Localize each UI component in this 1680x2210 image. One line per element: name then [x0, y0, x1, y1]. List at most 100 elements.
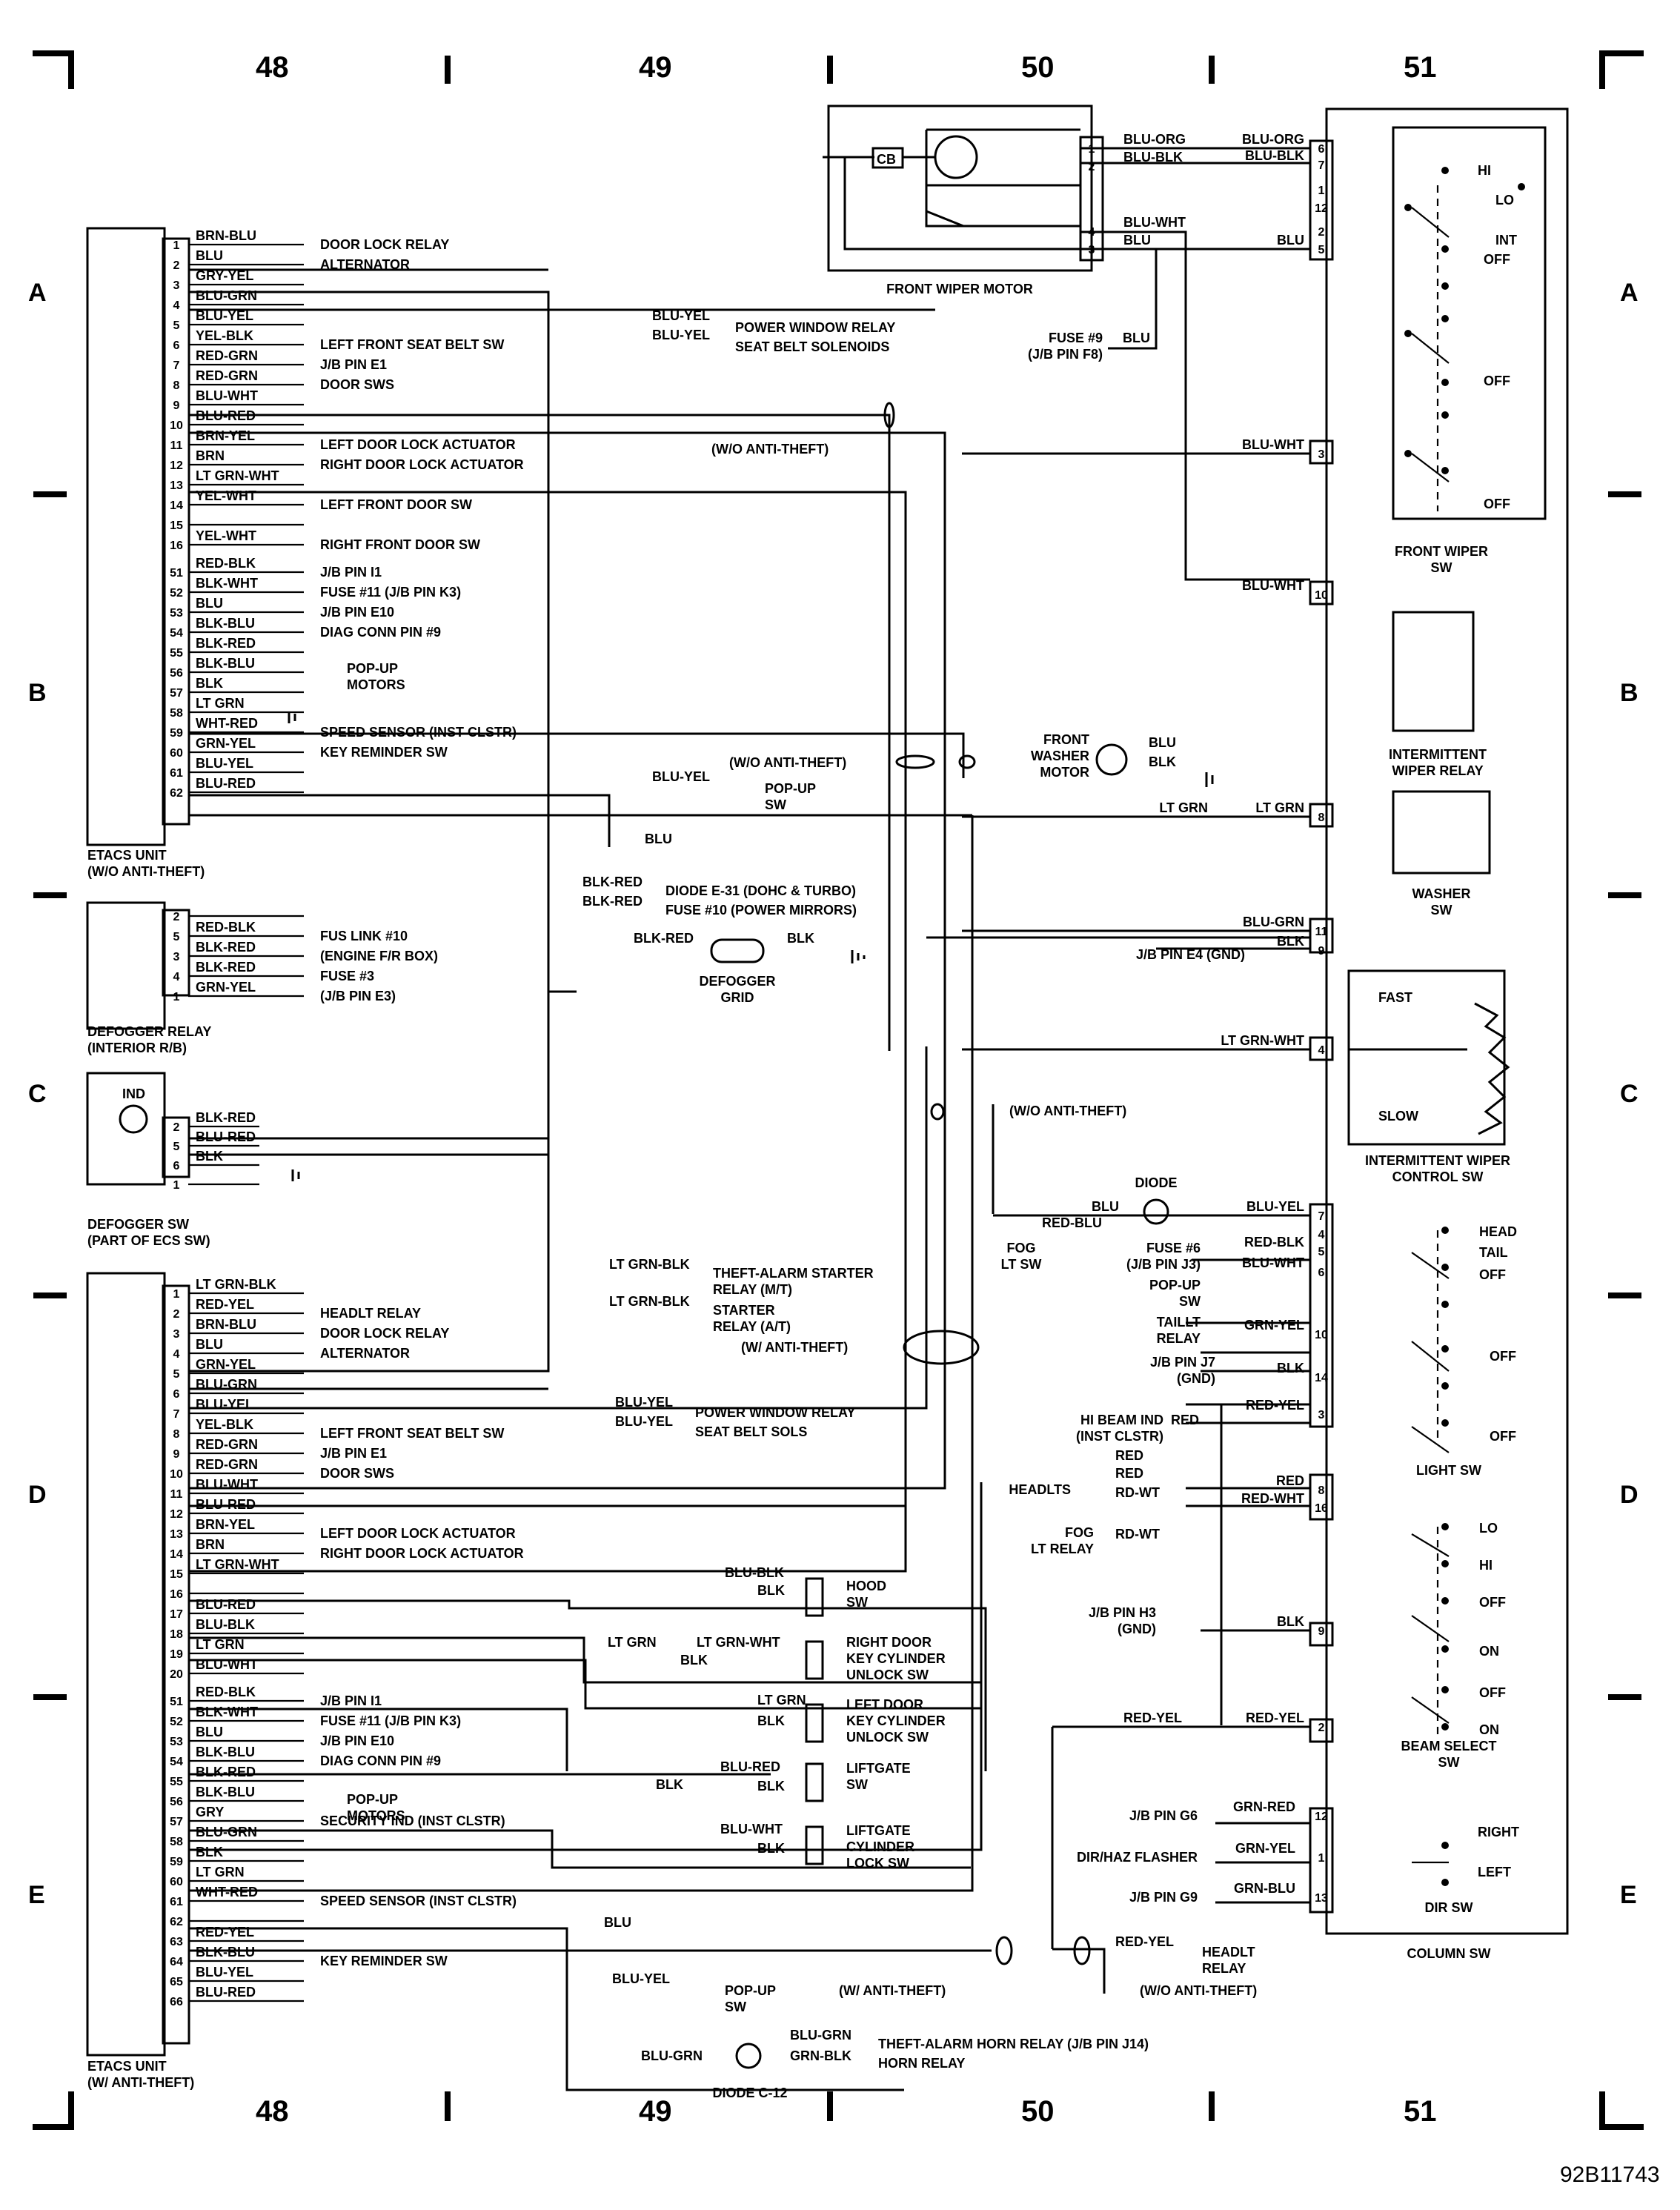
etacs2-pin: 53	[170, 1736, 183, 1748]
etacs1-pin: 4	[173, 299, 180, 312]
jbj7-label: (GND)	[1177, 1371, 1215, 1386]
hi-beam-ind-label: HI BEAM IND	[1080, 1413, 1163, 1427]
int-wiper-relay-box	[1392, 611, 1475, 732]
jb-e4-label: J/B PIN E4 (GND)	[1136, 947, 1245, 962]
etacs1-pin: 56	[170, 667, 183, 680]
etacs2-pin: 2	[173, 1308, 180, 1321]
etacs1-wire: BLU-YEL	[196, 308, 253, 323]
starter-wire: LT GRN-BLK	[609, 1257, 690, 1272]
etacs1-pin: 52	[170, 587, 183, 600]
beam-select-position: LO	[1479, 1521, 1498, 1536]
col-connector-dir	[1309, 1807, 1334, 1914]
lg-wire: BLK	[757, 1779, 785, 1793]
etacs2-pin: 13	[170, 1528, 183, 1541]
etacs2-dest: FUSE #11 (J/B PIN K3)	[320, 1713, 461, 1728]
light-sw-pin: 4	[1318, 1229, 1325, 1241]
etacs2-wire: BLK-BLU	[196, 1785, 255, 1799]
page-frame	[33, 50, 1644, 2130]
light-sw-wire: GRN-YEL	[1244, 1318, 1304, 1333]
column-label: 48	[256, 51, 289, 84]
etacs2-pin: 7	[173, 1408, 180, 1421]
etacs1-wire: WHT-RED	[196, 716, 258, 731]
etacs1-pin: 51	[170, 567, 183, 580]
column-switch-box	[1325, 107, 1569, 1935]
defogger-relay-dest: (J/B PIN E3)	[320, 989, 396, 1003]
etacs2-pin: 63	[170, 1936, 183, 1948]
etacs2-dest: J/B PIN E10	[320, 1733, 394, 1748]
fuse10-wire: BLK-RED	[582, 894, 643, 909]
etacs2-pin: 17	[170, 1608, 183, 1621]
column-label: 50	[1021, 2095, 1055, 2128]
etacs2-popup-wire: BLU-YEL	[612, 1971, 670, 1986]
right-door-sw-label: KEY CYLINDER	[846, 1651, 946, 1666]
front-wiper-position: LO	[1495, 193, 1514, 208]
etacs1-wire: BLK-RED	[196, 636, 256, 651]
figure-id: 92B11743	[1560, 2163, 1660, 2187]
front-wiper-position: HI	[1478, 163, 1491, 178]
etacs1-pin: 61	[170, 767, 183, 780]
wiper-motor-title: FRONT WIPER MOTOR	[886, 282, 1033, 296]
etacs1-popup-sw: POP-UP	[765, 781, 816, 796]
dir-sw-dest: J/B PIN G6	[1129, 1808, 1198, 1823]
defogger-relay-dest: FUS LINK #10	[320, 929, 408, 943]
etacs2-wire: RED-GRN	[196, 1437, 258, 1452]
jbj7-label: J/B PIN J7	[1150, 1355, 1215, 1370]
fog-lt-sw-label: FOG	[1007, 1241, 1036, 1255]
etacs1-wire: BRN-BLU	[196, 228, 256, 243]
fuse10-label: FUSE #10 (POWER MIRRORS)	[665, 903, 857, 917]
etacs1-wire: RED-BLK	[196, 556, 256, 571]
column-sw-title: COLUMN SW	[1407, 1946, 1491, 1961]
etacs1-wire: GRN-YEL	[196, 736, 256, 751]
etacs1-wire: RED-GRN	[196, 368, 258, 383]
etacs2-pin: 56	[170, 1796, 183, 1808]
etacs1-title: (W/O ANTI-THEFT)	[87, 864, 205, 879]
etacs2-wire: BLU-RED	[196, 1497, 256, 1512]
etacs1-wire: BRN-YEL	[196, 428, 255, 443]
defogger-relay-pin: 3	[173, 951, 180, 963]
etacs2-pin: 61	[170, 1896, 183, 1908]
etacs2-wire: BRN-YEL	[196, 1517, 255, 1532]
etacs2-wire: RED-GRN	[196, 1457, 258, 1472]
etacs2-connector	[162, 1284, 190, 2045]
etacs1-pin: 16	[170, 540, 183, 552]
headlts-wire: RD-WT	[1115, 1485, 1160, 1500]
light-sw-wire: BLU-YEL	[1246, 1199, 1304, 1214]
beam-select-pin: 8	[1318, 1484, 1325, 1497]
col-connector-light	[1309, 1203, 1334, 1428]
etacs2-pin: 18	[170, 1628, 183, 1641]
light-sw-pin: 5	[1318, 1246, 1325, 1258]
diode-e31-label: DIODE E-31 (DOHC & TURBO)	[665, 883, 856, 898]
etacs2-pin: 9	[173, 1448, 180, 1461]
defogger-relay-wire: BLK-RED	[196, 960, 256, 975]
etacs2-wire: GRN-YEL	[196, 1357, 256, 1372]
lg-wire: BLK	[656, 1777, 683, 1792]
dir-sw-pin: 12	[1315, 1811, 1328, 1823]
front-wiper-wire: BLK	[1277, 934, 1304, 949]
dir-sw-wire: GRN-BLU	[1234, 1881, 1295, 1896]
light-sw-position: TAIL	[1479, 1245, 1508, 1260]
etacs1-pw-dest: POWER WINDOW RELAY	[735, 320, 895, 335]
starter-wire: LT GRN-BLK	[609, 1294, 690, 1309]
dir-sw-dest: DIR/HAZ FLASHER	[1077, 1850, 1198, 1865]
etacs2-pin: 5	[173, 1368, 180, 1381]
etacs2-pin: 55	[170, 1776, 183, 1788]
wiper-motor-wire: BLU-ORG	[1123, 132, 1186, 147]
etacs2-wire: RED-BLK	[196, 1685, 256, 1699]
int-control-sw-title: INTERMITTENT WIPER	[1365, 1153, 1510, 1168]
front-wiper-pin: 4	[1318, 1044, 1325, 1057]
etacs1-pw-wire: BLU-YEL	[652, 308, 710, 323]
red-yel-wire: RED-YEL	[1123, 1710, 1182, 1725]
defogger-relay-wire: GRN-YEL	[196, 980, 256, 995]
wiper-motor-pin: 2	[1089, 161, 1095, 173]
etacs1-pin: 6	[173, 339, 180, 352]
etacs1-wire: LT GRN-WHT	[196, 468, 279, 483]
etacs2-pin: 10	[170, 1468, 183, 1481]
etacs1-dest: J/B PIN E1	[320, 357, 387, 372]
etacs2-popup-sw: POP-UP	[725, 1983, 776, 1998]
rd-wire: BLK	[680, 1653, 708, 1668]
liftgate-cyl-sw-label: CYLINDER	[846, 1839, 914, 1854]
column-label: 50	[1021, 51, 1055, 84]
starter-dest: STARTER	[713, 1303, 775, 1318]
etacs2-wire: BLK-BLU	[196, 1745, 255, 1759]
